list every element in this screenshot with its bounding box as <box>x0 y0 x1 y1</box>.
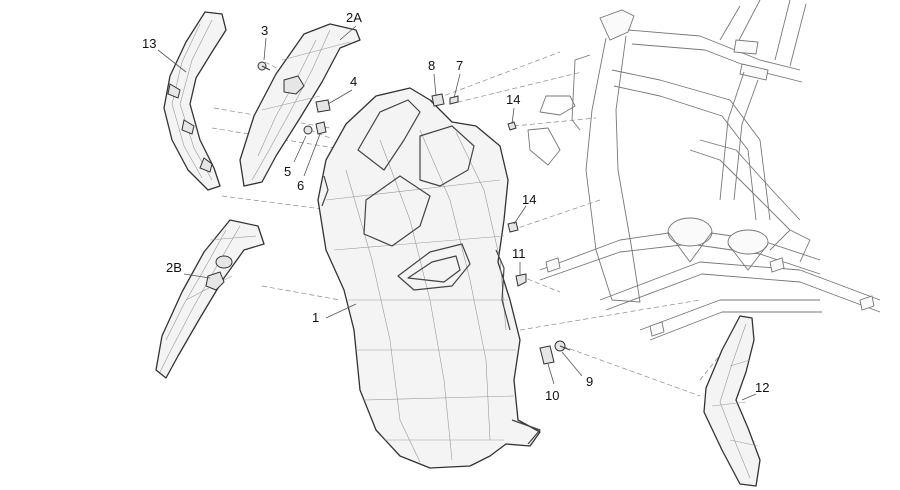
callout-7: 7 <box>456 58 463 73</box>
callout-12: 12 <box>755 380 769 395</box>
callout-8: 8 <box>428 58 435 73</box>
hardware-clip-10 <box>539 345 555 365</box>
hardware-screw-3 <box>257 61 271 71</box>
hardware-screw-9 <box>554 340 571 352</box>
hardware-clip-4 <box>315 99 331 113</box>
leader-lines <box>157 25 757 401</box>
hardware-screw-14b <box>507 221 519 233</box>
assembly-guide-lines <box>211 51 741 397</box>
part-12-side-trim <box>703 315 761 487</box>
callout-14-upper: 14 <box>506 92 520 107</box>
callout-4: 4 <box>350 74 357 89</box>
hardware-screw-11 <box>515 273 527 287</box>
callout-6: 6 <box>297 178 304 193</box>
callout-5: 5 <box>284 164 291 179</box>
hardware-clip-8 <box>431 93 445 107</box>
callout-labels: 1 2A 2B 3 4 5 6 7 8 9 10 11 12 13 14 14 <box>142 10 769 403</box>
hardware-screw-5 <box>303 125 313 135</box>
callout-3: 3 <box>261 23 268 38</box>
hardware-clip-6 <box>315 121 327 135</box>
part-2a-shield-cover <box>239 23 361 187</box>
callout-11: 11 <box>512 246 526 261</box>
callout-10: 10 <box>545 388 559 403</box>
hardware-screw-7 <box>449 95 459 105</box>
callout-9: 9 <box>586 374 593 389</box>
callout-13: 13 <box>142 36 156 51</box>
part-1-front-shield <box>317 87 541 469</box>
callout-2a: 2A <box>346 10 362 25</box>
callout-14-lower: 14 <box>522 192 536 207</box>
callout-2b: 2B <box>166 260 182 275</box>
part-2b-shield-cover <box>155 219 265 379</box>
scooter-frame <box>527 0 881 341</box>
part-13-side-trim <box>163 11 227 191</box>
callout-1: 1 <box>312 310 319 325</box>
